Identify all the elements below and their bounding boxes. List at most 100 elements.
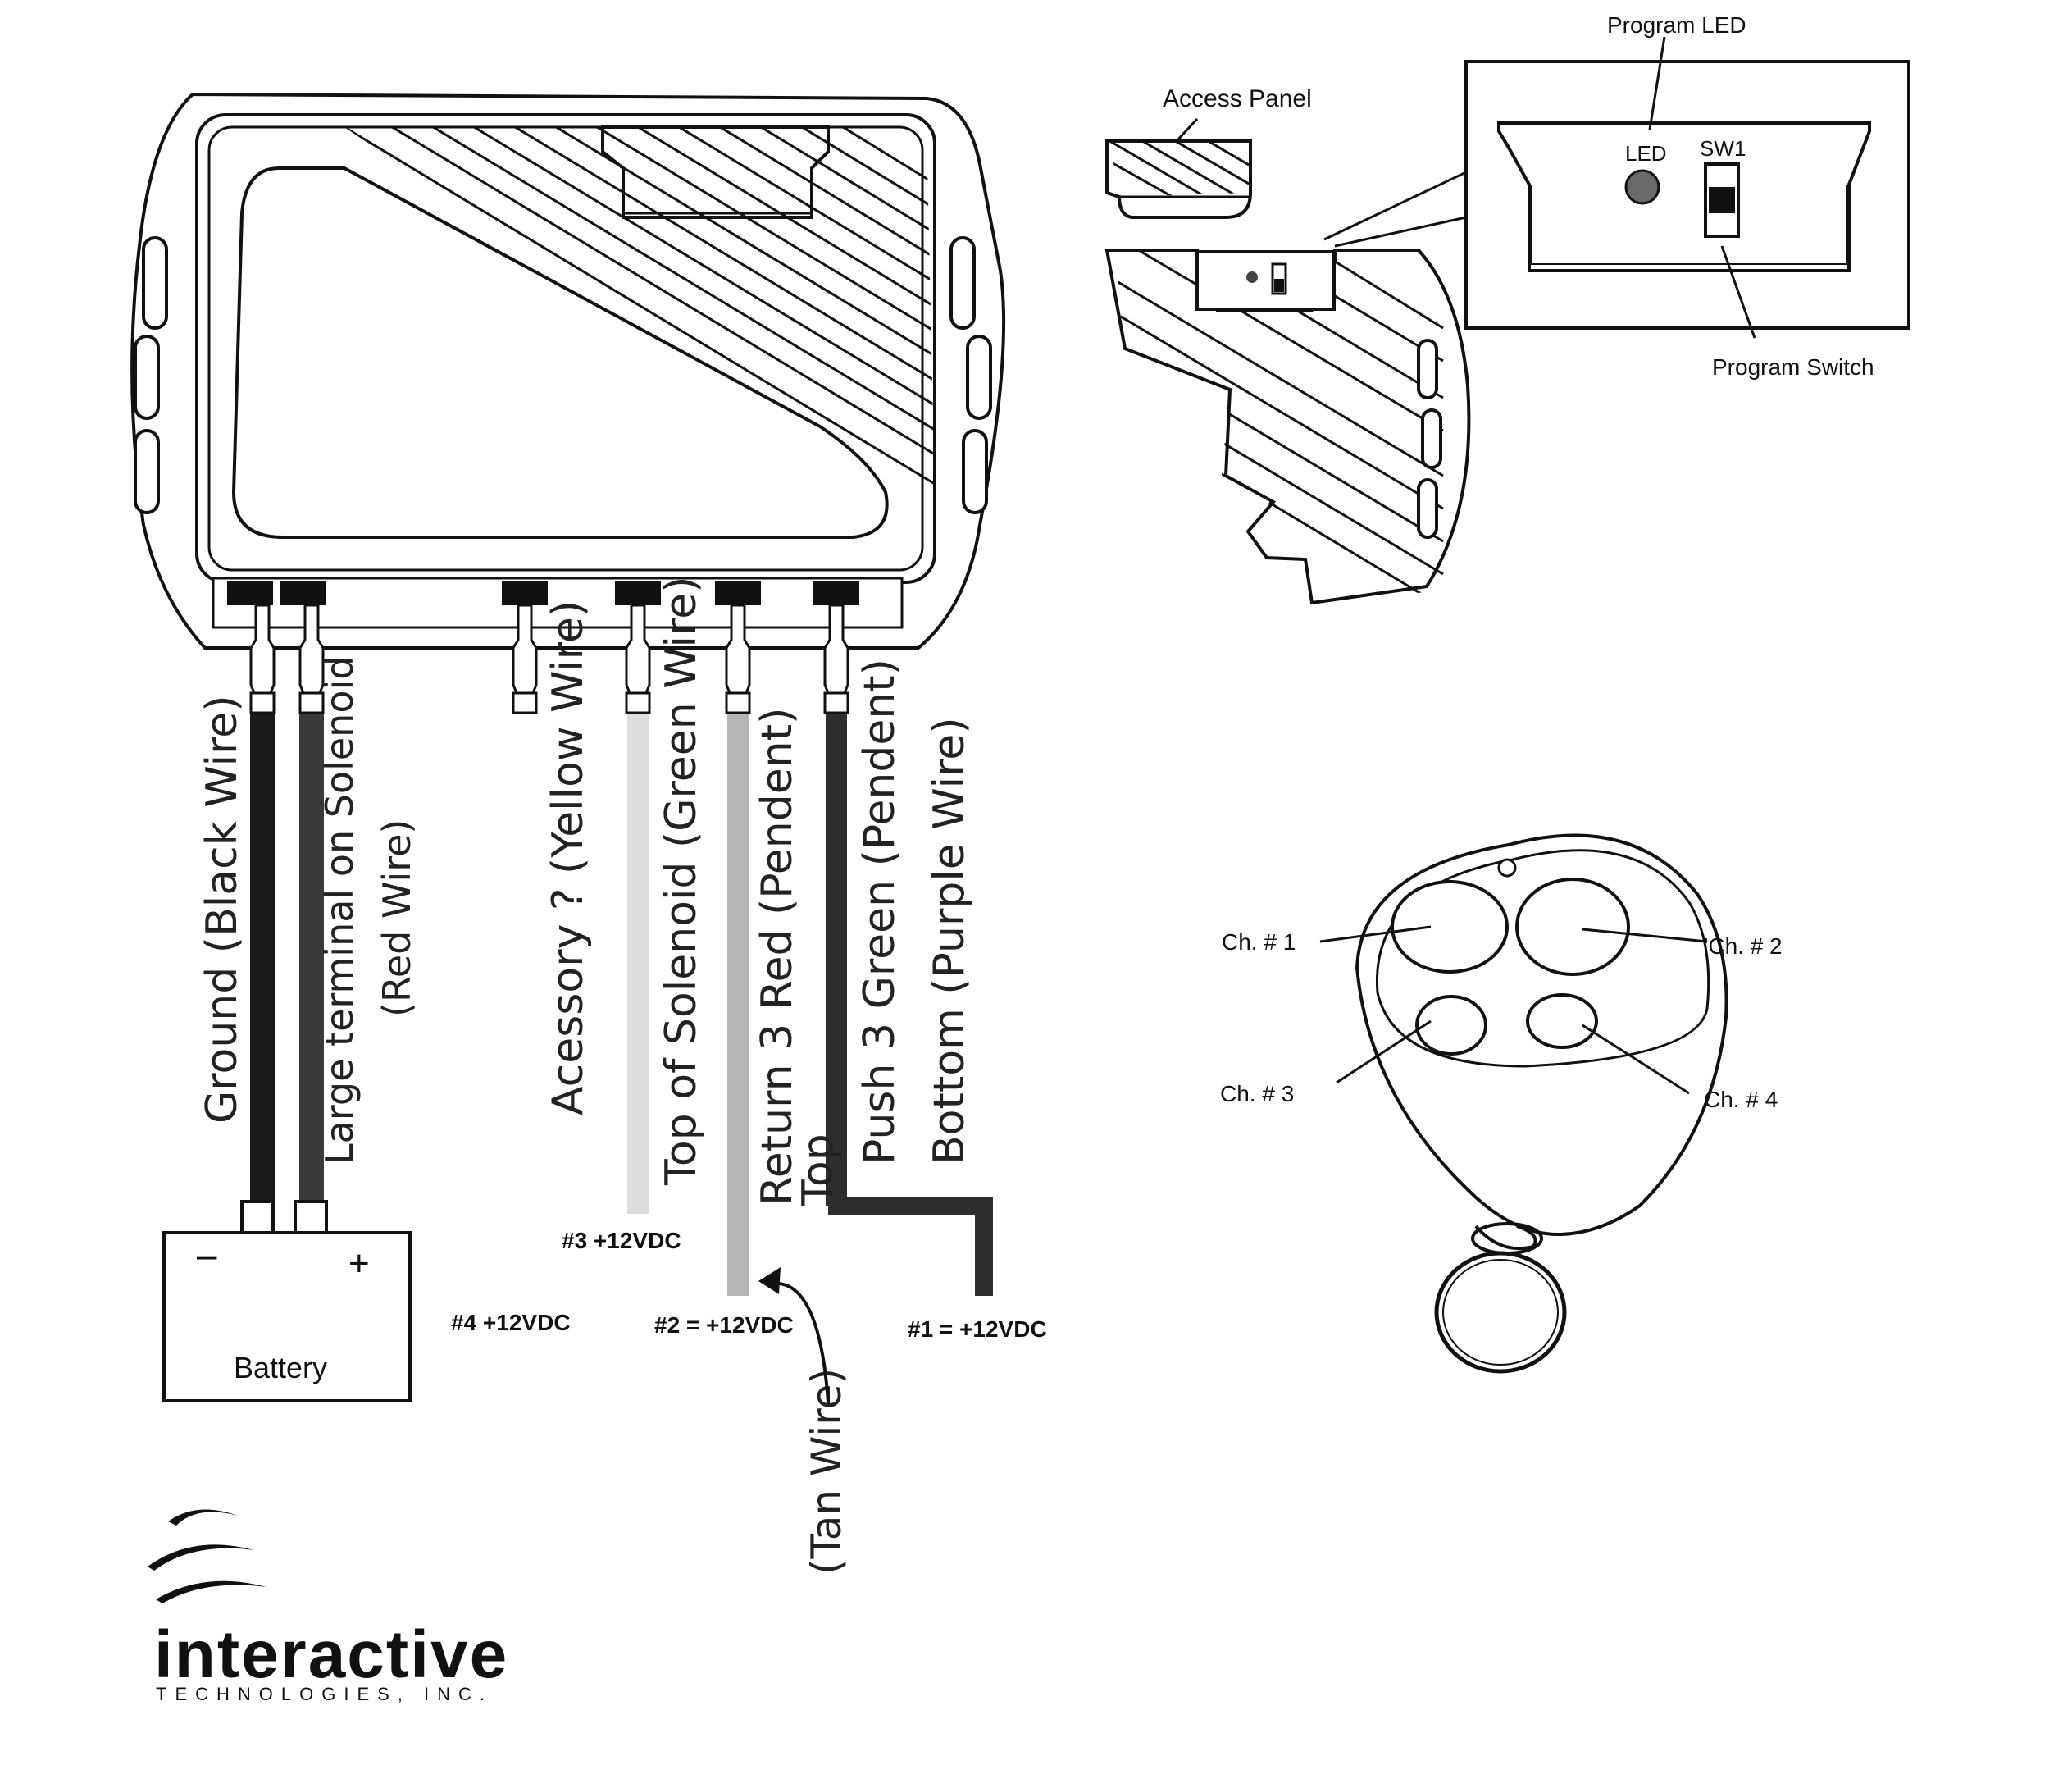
receiver-connector-strip [212, 577, 904, 629]
sw1-label: SW1 [1700, 136, 1746, 161]
output-labels: #3 +12VDC #4 +12VDC #2 = +12VDC #1 = +12… [451, 1228, 1047, 1342]
cutaway-slot-1 [1417, 339, 1438, 399]
tan-wire-arrow [758, 1267, 830, 1403]
wire-end-green [625, 691, 651, 714]
access-panel-leader [1175, 117, 1199, 143]
output-2: #2 = +12VDC [654, 1312, 794, 1338]
label-yellow: Acessory ? (Yellow Wire) [544, 600, 593, 1115]
battery-body [162, 1231, 412, 1402]
remote-ring-clip [1471, 1222, 1543, 1255]
label-tan-2: Top [794, 1133, 843, 1206]
label-purple-2: Bottom (Purple Wire) [925, 717, 974, 1165]
program-led [1624, 169, 1660, 205]
program-switch-leader [1720, 245, 1756, 339]
output-3: #3 +12VDC [562, 1228, 681, 1253]
receiver-slot-left-2 [134, 335, 160, 420]
label-tan-1: Return 3 Red (Pendent) [753, 708, 802, 1206]
wire-purple [826, 709, 847, 1206]
remote-key-ring [1434, 1251, 1567, 1374]
led-label: LED [1625, 141, 1667, 166]
program-led-leader [1648, 36, 1666, 130]
logo-swoosh-2 [148, 1544, 254, 1571]
cutaway-slot-3 [1417, 478, 1438, 539]
wire-tan [727, 709, 749, 1296]
zoom-module-inner [1531, 185, 1847, 265]
ch1-label: Ch. # 1 [1222, 929, 1296, 955]
label-red-2: (Red Wire) [375, 819, 419, 1017]
output-1: #1 = +12VDC [908, 1316, 1047, 1342]
program-switch-label: Program Switch [1712, 354, 1874, 380]
receiver-slot-right-2 [966, 335, 992, 420]
receiver-hatch [344, 127, 935, 486]
wire-green [627, 709, 649, 1214]
cutaway-led-dot [1246, 271, 1258, 283]
ch2-leader [1582, 928, 1708, 943]
connector-yellow [502, 581, 548, 605]
label-green: Top of Solenoid (Green Wire) [657, 577, 706, 1186]
company-logo: interactive TECHNOLOGIES, INC. [148, 1509, 508, 1704]
connector-red [280, 581, 326, 605]
access-panel-label: Access Panel [1163, 85, 1312, 112]
ch4-leader [1582, 1024, 1690, 1095]
logo-wordmark: interactive [154, 1617, 508, 1692]
remote-button-ch1[interactable] [1391, 880, 1509, 974]
connector-purple [813, 581, 859, 605]
battery-minus-sign: – [197, 1235, 217, 1275]
cutaway-switch-knob [1274, 279, 1284, 292]
remote-key-ring-inner [1442, 1259, 1559, 1366]
wire-labels: Ground (Black Wire) Large terminal on So… [198, 577, 974, 1575]
connector-ground [227, 581, 273, 605]
logo-swoosh-3 [156, 1580, 266, 1603]
remote-ring-loop [1474, 1225, 1537, 1251]
cutaway-slot-2 [1421, 408, 1442, 469]
wire-end-red [298, 691, 325, 714]
ch3-label: Ch. # 3 [1220, 1081, 1294, 1106]
battery: – + Battery [162, 1200, 412, 1402]
label-ground: Ground (Black Wire) [198, 695, 247, 1124]
remote-button-ch2[interactable] [1515, 878, 1630, 976]
wire-end-ground [249, 691, 276, 714]
connector-tan [715, 581, 761, 605]
access-panel-detail: Access Panel LED SW1 [1104, 12, 1910, 605]
receiver-access-cover [601, 125, 830, 219]
battery-terminal-minus [240, 1200, 275, 1236]
remote-button-ch4[interactable] [1526, 993, 1598, 1049]
receiver-cutaway [1104, 249, 1471, 605]
battery-label: Battery [234, 1351, 327, 1384]
battery-plus-sign: + [348, 1243, 370, 1284]
receiver-slot-left-1 [142, 236, 168, 330]
ch4-label: Ch. # 4 [1704, 1087, 1778, 1112]
ch3-leader [1336, 1019, 1432, 1084]
program-switch-knob [1709, 187, 1735, 213]
label-red-1: Large terminal on Solenoid [317, 656, 362, 1165]
logo-subtitle: TECHNOLOGIES, INC. [156, 1684, 493, 1704]
callout-line-1 [1323, 171, 1467, 241]
connector-green [615, 581, 661, 605]
wires [227, 581, 859, 1296]
ch1-leader [1319, 925, 1432, 943]
wire-end-tan [725, 691, 751, 714]
arrow-head [758, 1267, 781, 1294]
remote-button-ch3[interactable] [1415, 995, 1487, 1056]
cutaway-module [1195, 250, 1336, 311]
logo-swoosh-1 [168, 1509, 238, 1526]
ch2-label: 'Ch. # 2 [1704, 933, 1783, 959]
program-led-label: Program LED [1607, 12, 1746, 38]
receiver-slot-left-3 [134, 429, 160, 514]
wire-end-yellow [512, 691, 538, 714]
callout-line-2 [1334, 216, 1467, 248]
battery-terminal-plus [294, 1200, 328, 1236]
remote-indicator-hole [1497, 858, 1517, 878]
receiver-slot-right-1 [949, 236, 976, 330]
zoom-module [1497, 121, 1871, 272]
output-4: #4 +12VDC [451, 1310, 571, 1335]
receiver-unit [130, 92, 1006, 650]
receiver-slot-right-3 [962, 429, 988, 514]
receiver-label-area [231, 166, 889, 539]
purple-wire-bend [828, 1197, 993, 1296]
label-purple-1: Push 3 Green (Pendent) [855, 659, 904, 1165]
wire-end-purple [823, 691, 849, 714]
wire-ground [250, 709, 275, 1206]
wire-red [299, 709, 324, 1206]
